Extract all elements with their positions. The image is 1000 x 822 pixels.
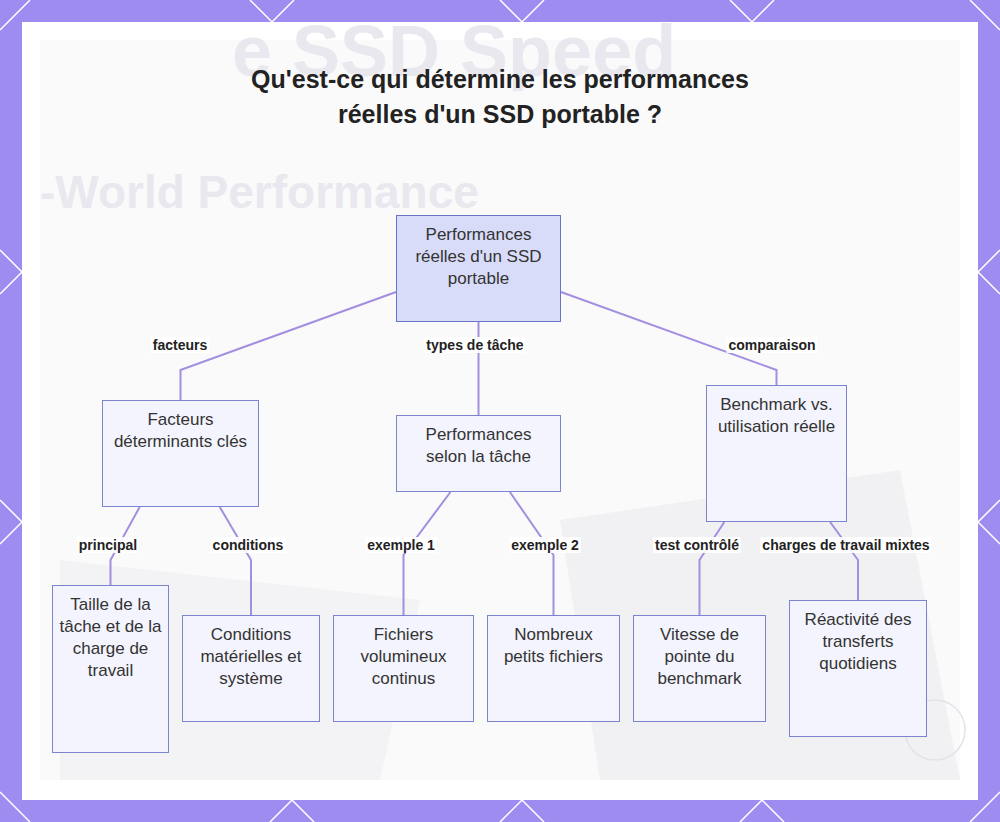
node-text: Benchmark vs. utilisation réelle	[713, 394, 840, 438]
connector-line	[478, 322, 480, 415]
node-text: Nombreux petits fichiers	[494, 624, 613, 668]
connector-label: comparaison	[726, 337, 817, 353]
connector-line	[220, 507, 251, 615]
concept-box: Réactivité des transferts quotidiens	[789, 600, 927, 737]
connector-label: conditions	[211, 537, 286, 553]
connector-label: charges de travail mixtes	[760, 537, 931, 553]
node-text: Réactivité des transferts quotidiens	[796, 609, 920, 675]
concept-box: Fichiers volumineux continus	[333, 615, 474, 722]
node-text: Vitesse de pointe du benchmark	[640, 624, 759, 690]
connector-line	[700, 522, 725, 615]
connector-label: principal	[77, 537, 139, 553]
concept-box: Nombreux petits fichiers	[487, 615, 620, 722]
concept-box: Taille de la tâche et de la charge de tr…	[52, 585, 169, 753]
connector-line	[830, 522, 858, 600]
node-text: Taille de la tâche et de la charge de tr…	[59, 594, 162, 682]
connector-label: types de tâche	[424, 337, 525, 353]
node-text: Facteurs déterminants clés	[109, 409, 252, 453]
concept-box: Performances selon la tâche	[396, 415, 561, 492]
connector-line	[181, 292, 397, 400]
concept-box: Benchmark vs. utilisation réelle	[706, 385, 847, 522]
connector-line	[404, 492, 451, 615]
white-panel	[22, 22, 978, 800]
faded-photo	[40, 40, 960, 780]
bottom-ornament	[270, 800, 784, 822]
connector-label: facteurs	[151, 337, 209, 353]
root-concept-box: Performances réelles d'un SSD portable	[396, 215, 561, 322]
node-text: Fichiers volumineux continus	[340, 624, 467, 690]
diagram-title: Qu'est-ce qui détermine les performances…	[250, 62, 750, 132]
concept-box: Conditions matérielles et système	[182, 615, 320, 722]
concept-box: Facteurs déterminants clés	[102, 400, 259, 507]
connector-line	[510, 492, 554, 615]
watermark-text: -World Performance	[40, 165, 479, 219]
concept-box: Vitesse de pointe du benchmark	[633, 615, 766, 722]
connector-label: exemple 1	[365, 537, 437, 553]
node-text: Performances selon la tâche	[403, 424, 554, 468]
node-text: Conditions matérielles et système	[189, 624, 313, 690]
connector-label: test contrôlé	[653, 537, 741, 553]
connector-label: exemple 2	[509, 537, 581, 553]
node-text: Performances réelles d'un SSD portable	[403, 224, 554, 290]
